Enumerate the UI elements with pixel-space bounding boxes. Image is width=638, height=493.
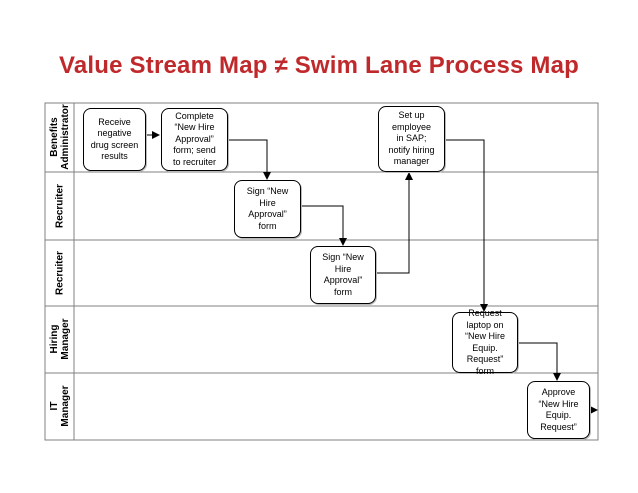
- process-step-recruiter-sign-form: Sign “New Hire Approval” form: [310, 246, 376, 304]
- process-step-receive-drug-screen: Receive negative drug screen results: [83, 108, 146, 171]
- process-step-recruiter-sign-form: Sign “New Hire Approval” form: [234, 180, 301, 238]
- flow-arrow: [301, 205, 347, 246]
- process-step-setup-employee-sap: Set up employee in SAP; notify hiring ma…: [378, 106, 445, 172]
- flow-arrow: [228, 139, 271, 180]
- process-step-approve-equip-request: Approve “New Hire Equip. Request”: [527, 381, 590, 439]
- process-step-complete-approval-form: Complete “New Hire Approval” form; send …: [161, 108, 228, 171]
- page-title: Value Stream Map ≠ Swim Lane Process Map: [58, 52, 580, 79]
- flow-arrow: [445, 139, 488, 312]
- lane-label-recruiter: Recruiter: [54, 184, 66, 228]
- lane-label-benefits-administrator: Benefits Administrator: [49, 104, 71, 170]
- flow-arrow: [376, 172, 413, 274]
- process-step-request-laptop: Request laptop on “New Hire Equip. Reque…: [452, 308, 518, 376]
- lane-label-hiring-manager: Hiring Manager: [49, 318, 71, 360]
- lane-label-recruiter: Recruiter: [54, 251, 66, 295]
- flow-arrow: [518, 342, 561, 381]
- diagram-frame: [44, 102, 599, 441]
- lane-label-it-manager: IT Manager: [49, 385, 71, 427]
